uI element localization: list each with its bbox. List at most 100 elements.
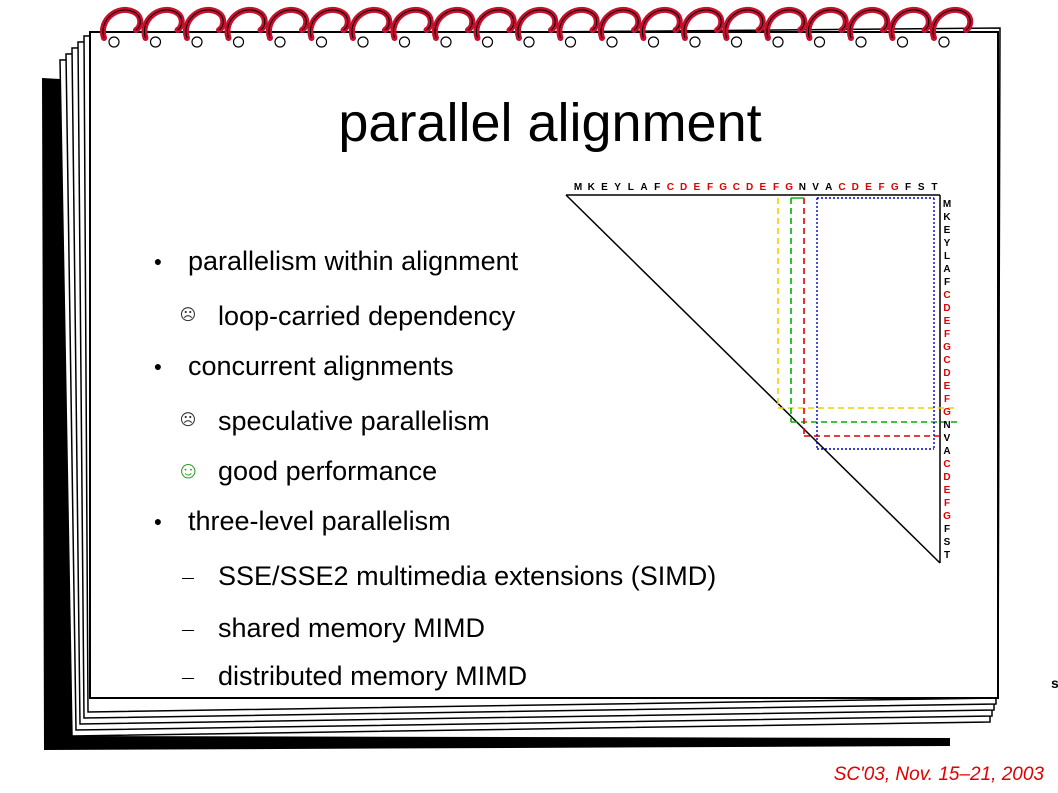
sequence-letter-top: G — [719, 182, 727, 193]
sequence-letter-right: F — [944, 277, 950, 288]
binding-ring-outline — [600, 9, 639, 39]
corner-glyph: s — [1051, 675, 1058, 691]
sequence-letter-right: F — [944, 329, 950, 340]
bullet-item: ☹ speculative parallelism — [180, 405, 490, 437]
sequence-letter-top: A — [640, 182, 647, 193]
binding-hole — [523, 36, 535, 48]
bullet-item: ●parallelism within alignment — [154, 245, 518, 277]
binding-hole — [689, 36, 701, 48]
binding-hole — [813, 36, 826, 48]
sequence-letter-right: F — [944, 524, 950, 535]
sequence-letter-right: G — [943, 511, 951, 522]
binding-hole — [647, 36, 660, 48]
binding-hole — [357, 36, 369, 48]
sequence-letter-top: D — [680, 182, 687, 193]
binding-hole — [772, 36, 784, 48]
binding-ring-outline — [517, 9, 556, 39]
binding-ring-outline — [807, 9, 847, 39]
footer-text: SC'03, Nov. 15–21, 2003 — [833, 764, 1044, 785]
binding-ring-outline — [890, 9, 930, 39]
sequence-letter-top: F — [707, 182, 713, 193]
sequence-letter-right: E — [944, 381, 951, 392]
sequence-letter-top: F — [905, 182, 911, 193]
bullet-text: loop-carried dependency — [218, 301, 516, 331]
binding-hole — [481, 36, 494, 48]
filled-dot-icon: ● — [153, 358, 163, 374]
bullet-text: three-level parallelism — [188, 506, 451, 536]
sequence-letter-top: M — [574, 182, 582, 193]
sequence-letter-right: G — [943, 407, 951, 418]
sequence-letter-right: D — [943, 368, 950, 379]
bullet-text: shared memory MIMD — [218, 613, 486, 643]
binding-hole — [564, 36, 577, 48]
frown-icon: ☹ — [179, 307, 197, 324]
binding-ring-outline — [849, 9, 888, 39]
bullet-text: good performance — [218, 456, 438, 486]
binding-ring-outline — [351, 9, 390, 39]
bullet-text: distributed memory MIMD — [218, 661, 528, 691]
binding-hole — [274, 36, 286, 48]
filled-dot-icon: ● — [153, 253, 163, 269]
binding-ring-outline — [102, 9, 141, 39]
bullet-item: ● concurrent alignments — [154, 350, 454, 382]
binding-ring-outline — [475, 9, 515, 39]
sequence-letter-top: S — [918, 182, 925, 193]
binding-ring-outline — [392, 9, 432, 39]
sequence-letter-right: E — [944, 485, 951, 496]
binding-hole — [730, 36, 743, 48]
slide-title: parallel alignment — [338, 93, 762, 153]
binding-hole — [440, 36, 452, 48]
matrix-diagonal — [565, 194, 941, 564]
binding-hole — [606, 36, 618, 48]
sequence-letter-right: D — [943, 303, 950, 314]
sequence-letter-top: E — [865, 182, 872, 193]
sequence-letter-top: F — [879, 182, 885, 193]
filled-dot-icon: ● — [153, 513, 163, 529]
bullet-text: SSE/SSE2 multimedia extensions (SIMD) — [218, 561, 717, 591]
sequence-letter-top: K — [588, 182, 596, 193]
matrix-lines — [565, 194, 958, 564]
binding-hole — [108, 36, 120, 48]
sequence-letter-right: F — [944, 498, 950, 509]
sequence-letter-top: G — [785, 182, 793, 193]
bullet-item: ☹ loop-carried dependency — [180, 300, 516, 332]
binding-ring-outline — [766, 9, 805, 39]
binding-hole — [398, 36, 411, 48]
binding-hole — [938, 36, 950, 48]
binding-ring-outline — [185, 9, 224, 39]
sequence-letter-right: E — [944, 225, 951, 236]
binding-ring-outline — [226, 9, 266, 39]
sequence-letter-top: E — [759, 182, 766, 193]
sequence-letter-right: F — [944, 394, 950, 405]
bullet-text: speculative parallelism — [218, 406, 490, 436]
binding-hole — [896, 36, 909, 48]
binding-ring-outline — [724, 9, 764, 39]
sequence-letter-right: G — [943, 342, 951, 353]
sequence-letter-right: V — [944, 433, 951, 444]
sequence-letter-top: C — [733, 182, 740, 193]
sequence-letter-top: D — [852, 182, 859, 193]
binding-ring-outline — [143, 9, 183, 39]
sequence-letter-top: A — [825, 182, 832, 193]
bullet-item: SSE/SSE2 multimedia extensions (SIMD) — [182, 560, 717, 592]
sequence-letter-right: A — [943, 264, 950, 275]
sequence-letter-top: Y — [614, 182, 621, 193]
sequence-letter-top: F — [773, 182, 779, 193]
sequence-letter-top: G — [891, 182, 899, 193]
sequence-letter-right: C — [943, 459, 950, 470]
binding-ring-outline — [434, 9, 473, 39]
binding-ring-outline — [309, 9, 349, 39]
sequence-letter-right: N — [943, 420, 950, 431]
binding-hole — [191, 36, 203, 48]
sequence-letter-right: Y — [944, 238, 951, 249]
sequence-letter-right: L — [944, 251, 950, 262]
binding-ring-outline — [932, 9, 971, 39]
sequence-letter-top: E — [601, 182, 608, 193]
sequence-letter-right: M — [943, 199, 951, 210]
frown-icon: ☹ — [179, 412, 197, 429]
binding-hole — [232, 36, 245, 48]
bullet-text: concurrent alignments — [188, 351, 454, 381]
